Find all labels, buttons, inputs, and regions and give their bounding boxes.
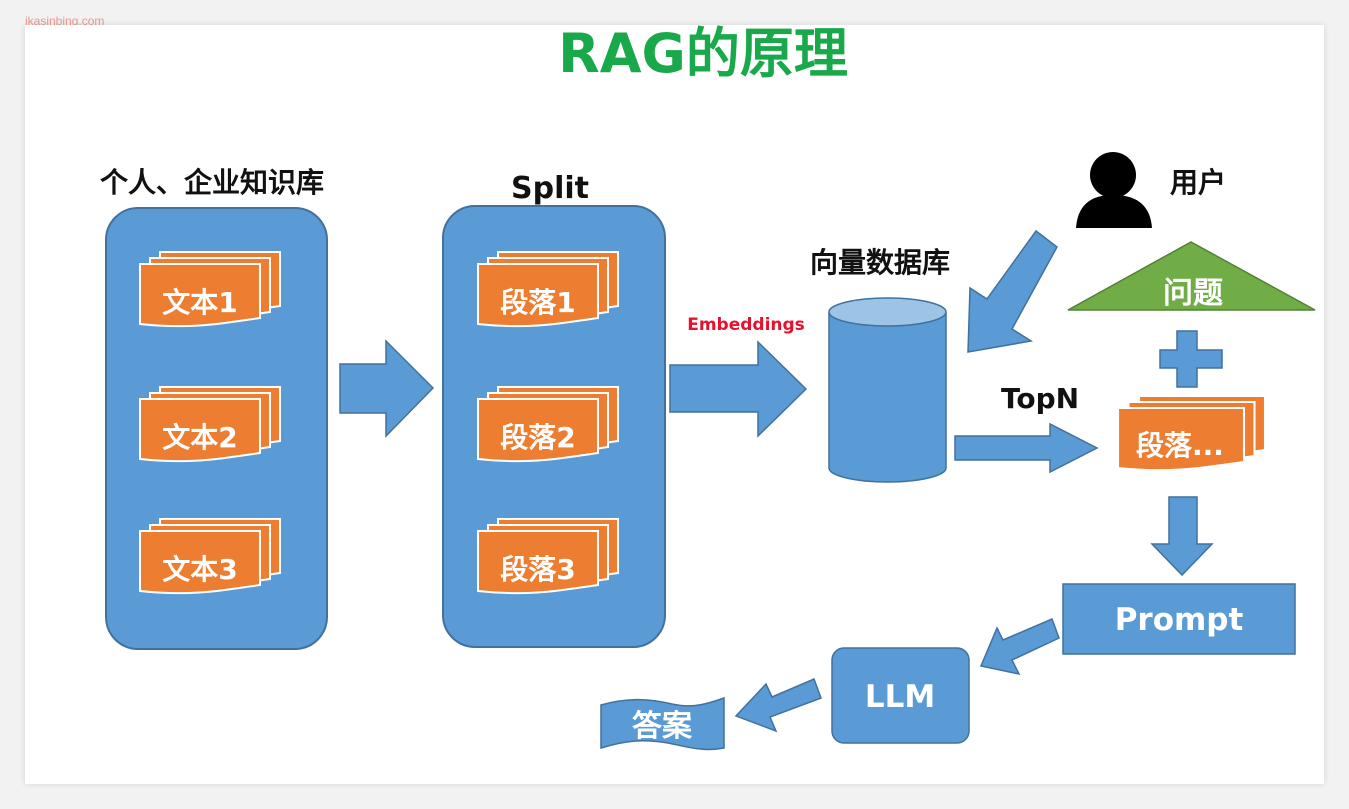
embeddings-label: Embeddings: [687, 315, 805, 335]
vector-db-label: 向量数据库: [810, 246, 950, 279]
question-triangle: [1067, 241, 1316, 311]
doc-3-label: 文本3: [162, 553, 237, 586]
plus-icon: [1159, 330, 1223, 388]
arrow-embeddings: [669, 340, 808, 438]
question-label: 问题: [1163, 276, 1223, 311]
split-label: Split: [511, 171, 589, 206]
arrow-llm-to-answer: [734, 677, 822, 733]
user-icon: [1076, 152, 1152, 228]
llm-label: LLM: [865, 679, 935, 715]
doc-2-label: 文本2: [162, 421, 237, 454]
arrow-user-to-db: [967, 229, 1058, 353]
paragraph-3-label: 段落3: [500, 553, 575, 586]
paragraph-1-label: 段落1: [500, 286, 575, 319]
llm-box: [831, 647, 970, 744]
arrow-prompt-to-llm: [979, 617, 1060, 676]
arrow-kb-to-split: [339, 339, 435, 438]
vector-db-cylinder: [828, 297, 947, 483]
prompt-box: [1062, 583, 1296, 655]
paragraph-2-label: 段落2: [500, 421, 575, 454]
watermark: ikasinbing.com: [25, 14, 105, 28]
retrieved-label: 段落...: [1136, 429, 1224, 462]
answer-label: 答案: [632, 709, 693, 744]
user-label: 用户: [1170, 166, 1226, 199]
knowledge-base-label: 个人、企业知识库: [100, 166, 324, 199]
answer-banner: [600, 696, 725, 751]
arrow-to-prompt: [1150, 496, 1214, 577]
topn-label: TopN: [1001, 382, 1079, 415]
prompt-label: Prompt: [1115, 602, 1244, 638]
page-title: RAG的原理: [558, 22, 848, 85]
arrow-topn: [954, 422, 1099, 474]
doc-1-label: 文本1: [162, 286, 237, 319]
